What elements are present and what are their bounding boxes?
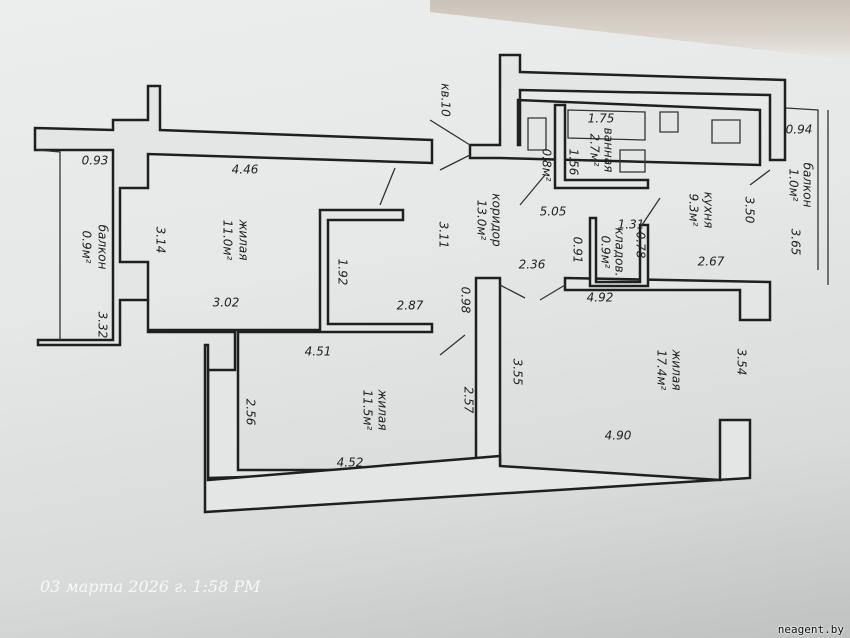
room-living-1: жилая 11.0м²	[221, 219, 251, 261]
watermark: neagent.by	[777, 623, 844, 636]
dimension: 1.75	[588, 112, 615, 126]
dimension: 2.56	[244, 399, 258, 426]
room-name: жилая	[376, 389, 390, 431]
dimension: 3.32	[96, 312, 110, 339]
room-corridor: коридор 13.0м²	[475, 193, 504, 247]
walls	[33, 53, 829, 514]
room-name: балкон	[96, 225, 110, 270]
room-bathroom: ванная 2.7м²	[588, 128, 616, 173]
dimension: 4.46	[232, 163, 259, 177]
room-name: жилая	[237, 219, 251, 261]
room-area: 2.7м²	[588, 134, 602, 167]
room-area: 1.0м²	[787, 169, 801, 202]
dimension: 3.50	[743, 197, 757, 224]
dimension: 4.92	[587, 291, 614, 305]
room-balcony-2: балкон 1.0м²	[787, 163, 815, 208]
dimension: 0.98	[459, 287, 473, 314]
room-living-2: жилая 11.5м²	[361, 389, 390, 431]
dimension: 3.11	[437, 222, 451, 249]
apartment-number: кв.10	[439, 83, 453, 117]
dimension: 4.51	[305, 345, 332, 359]
dimension: 0.93	[82, 154, 109, 168]
dimension: 3.54	[735, 349, 749, 376]
room-area: 0.9м²	[80, 231, 94, 264]
dimension: 2.57	[462, 387, 476, 414]
room-name: кухня	[702, 192, 716, 229]
dimensions: 0.93 4.46 3.14 1.92 3.02 2.87 3.32 0.98 …	[82, 112, 813, 470]
room-name: балкон	[801, 163, 815, 208]
dimension: 5.05	[540, 205, 567, 219]
dimension: 2.36	[519, 258, 546, 272]
room-wc-area: 0.8м²	[540, 149, 554, 182]
room-area: 11.5м²	[361, 390, 375, 431]
dimension: 3.65	[789, 229, 803, 256]
room-name: коридор	[490, 193, 504, 247]
room-area: 0.9м²	[599, 236, 613, 269]
dimension: 1.31	[618, 218, 645, 232]
room-area: 17.4м²	[655, 350, 669, 391]
room-kitchen: кухня 9.3м²	[687, 192, 716, 229]
dimension: 0.91	[571, 237, 585, 264]
room-area: 11.0м²	[221, 220, 235, 261]
dimension: 3.02	[213, 296, 240, 310]
room-storage: кладов. 0.9м²	[599, 228, 627, 277]
room-name: ванная	[602, 128, 616, 173]
dimension: 1.56	[567, 149, 581, 176]
dimension: 4.52	[337, 456, 364, 470]
dimension: 0.94	[786, 123, 813, 137]
dimension: 4.90	[605, 429, 632, 443]
room-living-3: жилая 17.4м²	[655, 349, 684, 391]
dimension: 3.14	[154, 227, 168, 254]
room-area: 13.0м²	[475, 200, 489, 241]
dimension: 2.67	[698, 255, 725, 269]
photo-timestamp: 03 марта 2026 г. 1:58 PM	[40, 577, 261, 596]
room-area: 9.3м²	[687, 194, 701, 227]
dimension: 0.78	[634, 232, 648, 259]
dimension: 1.92	[336, 259, 350, 286]
dimension: 3.55	[511, 359, 525, 386]
room-name: кладов.	[613, 228, 627, 277]
dimension: 2.87	[397, 299, 424, 313]
room-balcony-1: балкон 0.9м²	[80, 225, 110, 270]
room-name: жилая	[670, 349, 684, 391]
